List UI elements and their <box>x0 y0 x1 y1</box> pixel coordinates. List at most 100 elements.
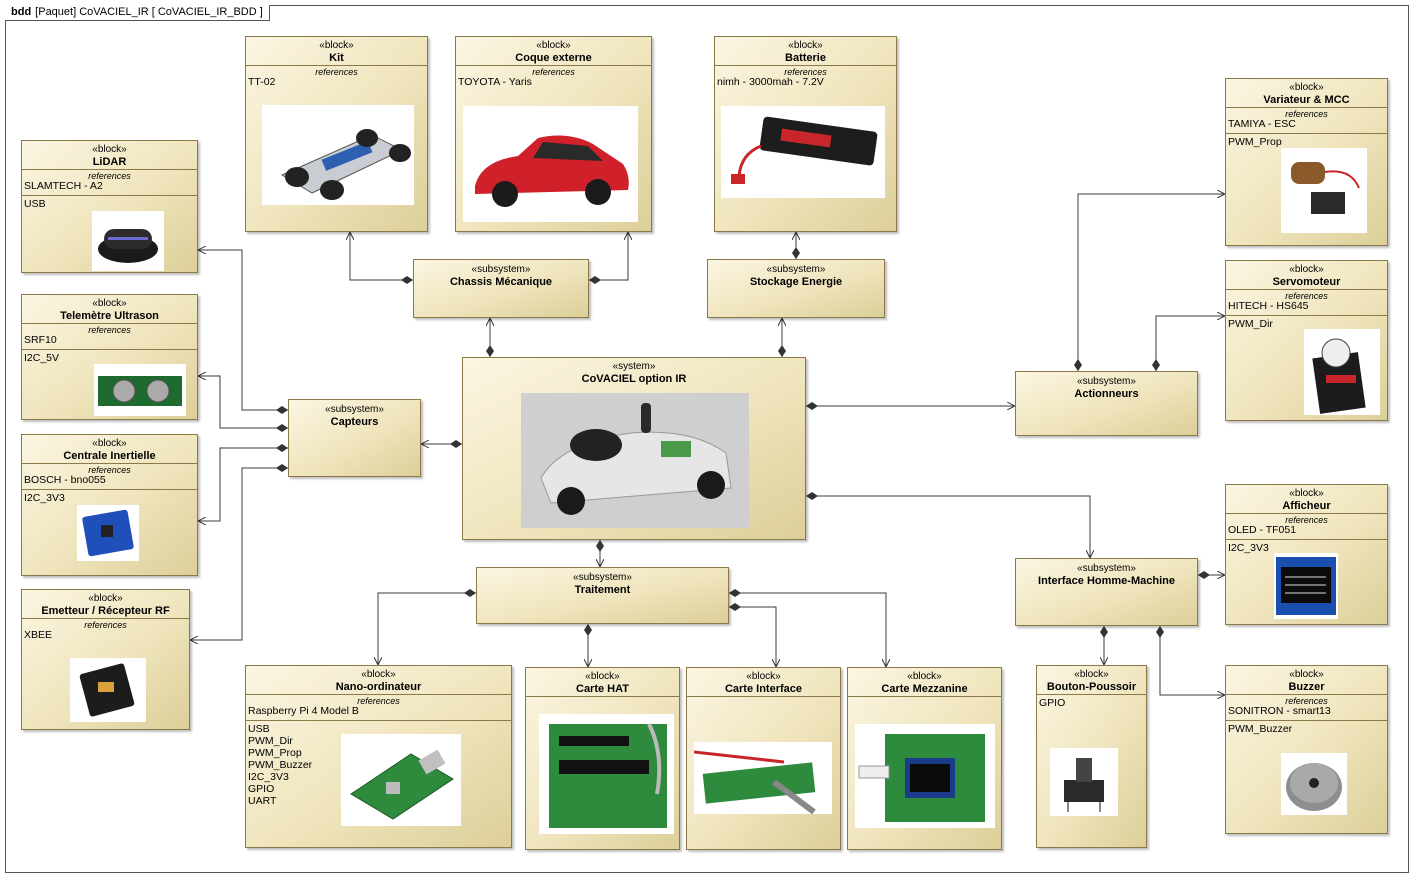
block-servo-reference: HITECH - HS645 <box>1228 300 1309 312</box>
assoc-system-ihm <box>806 496 1090 558</box>
assoc-chassis-coque <box>589 232 628 280</box>
block-inertielle[interactable]: «block»Centrale Inertielle references BO… <box>21 434 198 576</box>
block-nano-reference: Raspberry Pi 4 Model B <box>248 705 359 717</box>
hat-board-image <box>539 714 674 834</box>
block-mezzanine-name: Carte Mezzanine <box>881 683 968 695</box>
diagram-frame <box>5 5 1409 873</box>
vehicle-photo-image <box>521 393 749 528</box>
block-afficheur-name: Afficheur <box>1282 500 1331 512</box>
rc-chassis-image <box>262 105 414 205</box>
block-coque[interactable]: «block»Coque externe references TOYOTA -… <box>455 36 652 232</box>
block-afficheur-reference: OLED - TF051 <box>1228 524 1297 536</box>
block-ultrason-port-0: I2C_5V <box>24 352 60 364</box>
block-lidar-reference: SLAMTECH - A2 <box>24 180 103 192</box>
block-nano[interactable]: «block»Nano-ordinateur references Raspbe… <box>245 665 512 848</box>
block-interface-name: Carte Interface <box>724 683 803 695</box>
assoc-chassis-kit <box>350 232 413 280</box>
block-nano-name: Nano-ordinateur <box>335 681 422 693</box>
block-variateur[interactable]: «block»Variateur & MCC references TAMIYA… <box>1225 78 1388 246</box>
block-variateur-reference: TAMIYA - ESC <box>1228 118 1296 130</box>
block-nano-port-1: PWM_Dir <box>248 735 293 747</box>
buzzer-image <box>1281 753 1347 815</box>
subsystem-ihm[interactable]: «subsystem»Interface Homme-Machine <box>1015 558 1198 626</box>
assoc-capteurs-inertielle <box>198 448 288 521</box>
assoc-traitement-interface <box>729 607 776 667</box>
assoc-actionneurs-variateur <box>1078 194 1225 371</box>
block-ultrason[interactable]: «block»Telemètre Ultrason references SRF… <box>21 294 198 420</box>
block-hat-name: Carte HAT <box>576 683 629 695</box>
block-rf-name: Emetteur / Récepteur RF <box>41 605 170 617</box>
system-name: CoVACIEL option IR <box>581 373 687 385</box>
block-kit-name: Kit <box>329 52 344 64</box>
block-afficheur[interactable]: «block»Afficheur references OLED - TF051… <box>1225 484 1388 625</box>
block-hat[interactable]: «block»Carte HAT <box>525 667 680 850</box>
block-interface[interactable]: «block»Carte Interface <box>686 667 841 850</box>
block-lidar-name: LiDAR <box>92 156 127 168</box>
block-servo-port-0: PWM_Dir <box>1228 318 1273 330</box>
block-ultrason-name: Telemètre Ultrason <box>60 310 159 322</box>
block-variateur-port-0: PWM_Prop <box>1228 136 1282 148</box>
block-batterie-name: Batterie <box>785 52 826 64</box>
block-coque-reference: TOYOTA - Yaris <box>458 76 532 88</box>
block-bouton-name: Bouton-Poussoir <box>1046 681 1137 693</box>
subsystem-capteurs[interactable]: «subsystem»Capteurs <box>288 399 421 477</box>
block-lidar[interactable]: «block»LiDAR references SLAMTECH - A2 US… <box>21 140 198 273</box>
frame-label: bdd[Paquet] CoVACIEL_IR [ CoVACIEL_IR_BD… <box>5 5 270 21</box>
servo-motor-image <box>1304 329 1380 415</box>
interface-board-image <box>694 742 832 814</box>
assoc-traitement-mezzanine <box>729 593 886 667</box>
block-afficheur-port-0: I2C_3V3 <box>1228 542 1269 554</box>
block-servo[interactable]: «block»Servomoteur references HITECH - H… <box>1225 260 1388 421</box>
block-bouton[interactable]: «block»Bouton-Poussoir GPIO <box>1036 665 1147 848</box>
subsystem-chassis[interactable]: «subsystem»Chassis Mécanique <box>413 259 589 318</box>
block-batterie-reference: nimh - 3000mah - 7.2V <box>717 76 824 88</box>
assoc-traitement-nano <box>378 593 476 665</box>
subsystem-traitement[interactable]: «subsystem»Traitement <box>476 567 729 624</box>
push-button-image <box>1050 748 1118 816</box>
assoc-capteurs-ultrason <box>198 376 288 428</box>
block-mezzanine[interactable]: «block»Carte Mezzanine <box>847 667 1002 850</box>
block-servo-name: Servomoteur <box>1272 276 1341 288</box>
block-lidar-port-0: USB <box>24 198 46 210</box>
block-coque-name: Coque externe <box>515 52 592 64</box>
mezzanine-board-image <box>855 724 995 828</box>
assoc-ihm-buzzer <box>1160 626 1225 695</box>
block-nano-port-6: UART <box>248 795 277 807</box>
ultrasonic-sensor-image <box>94 364 186 416</box>
block-kit[interactable]: «block»Kit references TT-02 <box>245 36 428 232</box>
block-nano-port-2: PWM_Prop <box>248 747 302 759</box>
block-buzzer-reference: SONITRON - smart13 <box>1228 705 1331 717</box>
block-buzzer-port-0: PWM_Buzzer <box>1228 723 1293 735</box>
assoc-capteurs-lidar <box>198 250 288 410</box>
block-inertielle-port-0: I2C_3V3 <box>24 492 65 504</box>
block-ultrason-reference: SRF10 <box>24 334 57 346</box>
esc-motor-image <box>1281 148 1367 233</box>
block-rf-reference: XBEE <box>24 629 53 641</box>
lidar-sensor-image <box>92 211 164 271</box>
xbee-module-image <box>70 658 146 722</box>
system-covaciel[interactable]: «system»CoVACIEL option IR <box>462 357 806 540</box>
block-buzzer-name: Buzzer <box>1288 681 1325 693</box>
block-kit-reference: TT-02 <box>248 76 276 88</box>
imu-board-image <box>77 505 139 561</box>
block-nano-port-4: I2C_3V3 <box>248 771 289 783</box>
subsystem-actionneurs[interactable]: «subsystem»Actionneurs <box>1015 371 1198 436</box>
block-rf[interactable]: «block»Emetteur / Récepteur RF reference… <box>21 589 190 730</box>
block-bouton-port-0: GPIO <box>1039 697 1066 709</box>
block-inertielle-name: Centrale Inertielle <box>63 450 156 462</box>
block-inertielle-reference: BOSCH - bno055 <box>24 474 106 486</box>
assoc-actionneurs-servo <box>1156 316 1225 371</box>
subsystem-energie[interactable]: «subsystem»Stockage Energie <box>707 259 885 318</box>
oled-display-image <box>1274 553 1338 619</box>
raspberry-pi-image <box>341 734 461 826</box>
block-nano-port-3: PWM_Buzzer <box>248 759 313 771</box>
block-nano-port-0: USB <box>248 723 270 735</box>
block-buzzer[interactable]: «block»Buzzer references SONITRON - smar… <box>1225 665 1388 834</box>
block-variateur-name: Variateur & MCC <box>1263 94 1350 106</box>
block-nano-port-5: GPIO <box>248 783 275 795</box>
battery-pack-image <box>721 106 885 198</box>
block-batterie[interactable]: «block»Batterie references nimh - 3000ma… <box>714 36 897 232</box>
red-car-body-image <box>463 106 638 222</box>
assoc-capteurs-rf <box>190 468 288 640</box>
